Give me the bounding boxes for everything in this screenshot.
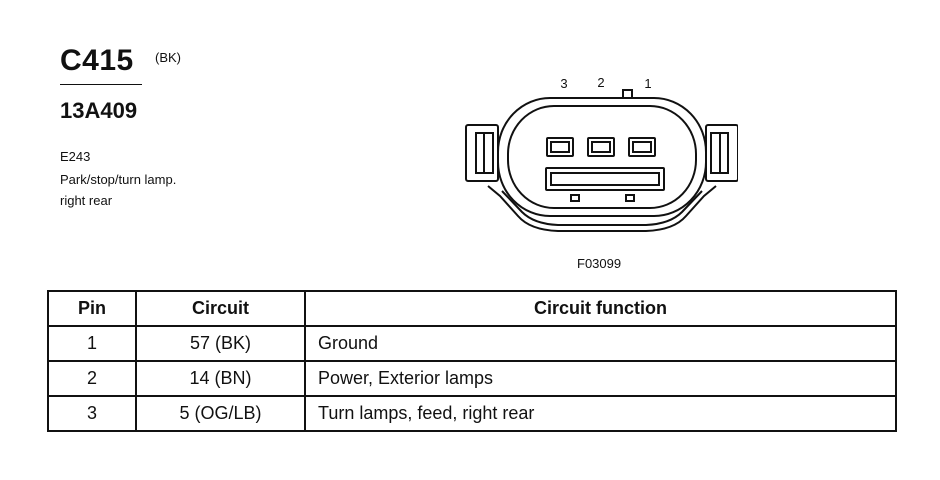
table-row: 3 5 (OG/LB) Turn lamps, feed, right rear [47, 395, 897, 432]
left-latch [465, 124, 499, 182]
description-line-2: Park/stop/turn lamp. [60, 172, 177, 187]
circuit-cell: 14 (BN) [135, 360, 306, 397]
function-cell: Ground [304, 325, 897, 362]
pin-label-1: 1 [644, 76, 651, 91]
circuit-cell: 5 (OG/LB) [135, 395, 306, 432]
pin-table: Pin Circuit Circuit function 1 57 (BK) G… [47, 290, 897, 432]
color-code: (BK) [155, 50, 181, 65]
pin-label-3: 3 [560, 76, 567, 91]
function-cell: Power, Exterior lamps [304, 360, 897, 397]
connector-housing [497, 97, 707, 217]
function-cell: Turn lamps, feed, right rear [304, 395, 897, 432]
title-underline [60, 84, 142, 85]
key-notch [622, 89, 633, 98]
header-circuit-function: Circuit function [304, 290, 897, 327]
pin-cell: 1 [47, 325, 137, 362]
pin-label-2: 2 [597, 75, 604, 90]
connector-diagram: 3 2 1 [465, 75, 738, 232]
pin-cavity-1 [628, 137, 656, 157]
pin-cell: 3 [47, 395, 137, 432]
circuit-cell: 57 (BK) [135, 325, 306, 362]
table-header-row: Pin Circuit Circuit function [47, 290, 897, 327]
header-circuit: Circuit [135, 290, 306, 327]
lower-slot [545, 167, 665, 191]
bottom-flange [487, 185, 717, 232]
figure-code: F03099 [577, 256, 622, 271]
pin-cavity-3 [546, 137, 574, 157]
pin-cavity-2 [587, 137, 615, 157]
right-latch [705, 124, 738, 182]
header-pin: Pin [47, 290, 137, 327]
pin-cell: 2 [47, 360, 137, 397]
table-row: 1 57 (BK) Ground [47, 325, 897, 362]
description-line-1: E243 [60, 149, 91, 164]
table-row: 2 14 (BN) Power, Exterior lamps [47, 360, 897, 397]
part-number: 13A409 [60, 98, 138, 123]
connector-id: C415 [60, 44, 134, 77]
description-line-3: right rear [60, 193, 113, 208]
